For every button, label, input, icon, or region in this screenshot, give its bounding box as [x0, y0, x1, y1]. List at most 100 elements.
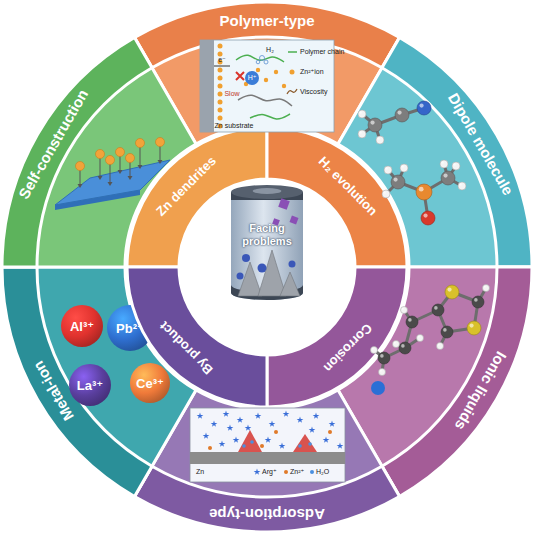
gas-ball: [237, 273, 244, 280]
label-group: Adsorption-type: [209, 506, 325, 523]
adsorb-arrow: [130, 158, 131, 178]
zn-ion-dot: [274, 70, 278, 74]
zn-ion-dot: [218, 84, 223, 89]
legend-glyph: [288, 51, 297, 53]
center-label: Facing problems: [241, 222, 293, 248]
illustration-label: Zn²⁺: [290, 468, 304, 476]
arg-star: [197, 412, 204, 418]
battery-contents: [237, 198, 301, 296]
water-dot: [250, 440, 254, 444]
water-dot: [308, 442, 312, 446]
water-dot: [298, 444, 302, 448]
zn-ion-dot: [218, 44, 223, 49]
segment-band: [382, 38, 532, 267]
arrow-head: [128, 176, 133, 180]
arg-star: [255, 412, 262, 418]
ion-label: Ce³⁺: [136, 376, 164, 391]
arg-star: [297, 416, 304, 422]
bond-stick: [382, 358, 384, 372]
additive-dot: [116, 148, 125, 157]
zn-substrate: [200, 40, 214, 132]
atom-highlight: [474, 298, 478, 302]
battery-terminal: [253, 188, 282, 194]
segment-band: [135, 2, 400, 68]
arg-star: [233, 436, 240, 442]
segment-label: Polymer-type: [219, 12, 314, 29]
atom-highlight: [359, 131, 361, 133]
atom-ball: [399, 342, 411, 354]
legend-glyph: [287, 89, 297, 94]
zn-ion-dot: [218, 92, 223, 97]
bond-stick: [448, 166, 456, 178]
segment-band: [135, 466, 400, 532]
atom-ball: [417, 101, 431, 115]
atom-ball: [358, 110, 366, 118]
bond-stick: [447, 328, 474, 332]
dendrite-cone: [238, 262, 262, 296]
legend-glyph: [290, 70, 295, 75]
illustration-label: H₂O: [316, 468, 329, 476]
atom-ball: [416, 184, 432, 200]
arg-star: [329, 420, 336, 426]
atom-highlight: [402, 308, 404, 310]
atom-ball: [379, 369, 386, 376]
zn-ion-dot: [208, 446, 212, 450]
proton-ball: [245, 71, 259, 85]
atom-ball: [368, 118, 382, 132]
atom-highlight: [372, 348, 374, 350]
bond-stick: [396, 344, 405, 348]
bond-stick: [398, 168, 404, 182]
dipole-molecule-a: [358, 101, 431, 144]
label-group: Al³⁺: [61, 305, 103, 347]
electron-arrow: [214, 66, 230, 67]
byproduct-cube: [272, 218, 280, 226]
atom-ball: [376, 136, 384, 144]
zn-ion-dot: [274, 430, 278, 434]
arg-star: [219, 440, 226, 446]
bond-stick: [398, 182, 424, 192]
arg-star: [237, 416, 244, 422]
ion-label: Al³⁺: [70, 319, 94, 334]
legend-glyph: [284, 470, 288, 474]
segment-band: [2, 38, 152, 267]
bond-stick: [375, 125, 380, 140]
ion-ball: [61, 305, 103, 347]
dipole-molecule-b: [382, 160, 466, 225]
segment-band: [382, 267, 532, 496]
ionic-liquid-molecule: [371, 285, 490, 376]
atom-ball: [378, 352, 390, 364]
additive-dot: [96, 150, 105, 159]
atom-ball: [395, 108, 409, 122]
atom-ball: [432, 304, 444, 316]
atom-highlight: [418, 336, 420, 338]
arrow-head: [108, 182, 113, 186]
bond-stick: [412, 310, 438, 322]
atom-highlight: [459, 183, 461, 185]
zn-ion-dot: [218, 76, 223, 81]
bond-stick: [362, 114, 375, 125]
battery-body: [231, 199, 303, 300]
bond-stick: [438, 310, 447, 332]
atom-highlight: [469, 323, 473, 327]
atom-highlight: [383, 191, 385, 193]
segment-band: [2, 267, 152, 496]
atom-highlight: [443, 328, 447, 332]
bond-stick: [402, 108, 424, 115]
polymer-chain: [238, 95, 292, 106]
bond-stick: [374, 350, 384, 358]
atom-highlight: [419, 187, 424, 192]
atom-highlight: [401, 165, 403, 167]
inset-frame: [190, 408, 345, 482]
inset-frame: [200, 40, 334, 132]
gas-ball: [242, 254, 250, 262]
arg-star: [323, 436, 330, 442]
arg-star: [211, 420, 218, 426]
atom-highlight: [438, 344, 440, 346]
atom-highlight: [453, 163, 455, 165]
zn-ion-dot: [218, 108, 223, 113]
label-group: Facing problems: [231, 222, 303, 248]
atom-highlight: [423, 213, 427, 217]
gas-bubble: [264, 60, 268, 64]
bond-stick: [424, 178, 448, 192]
